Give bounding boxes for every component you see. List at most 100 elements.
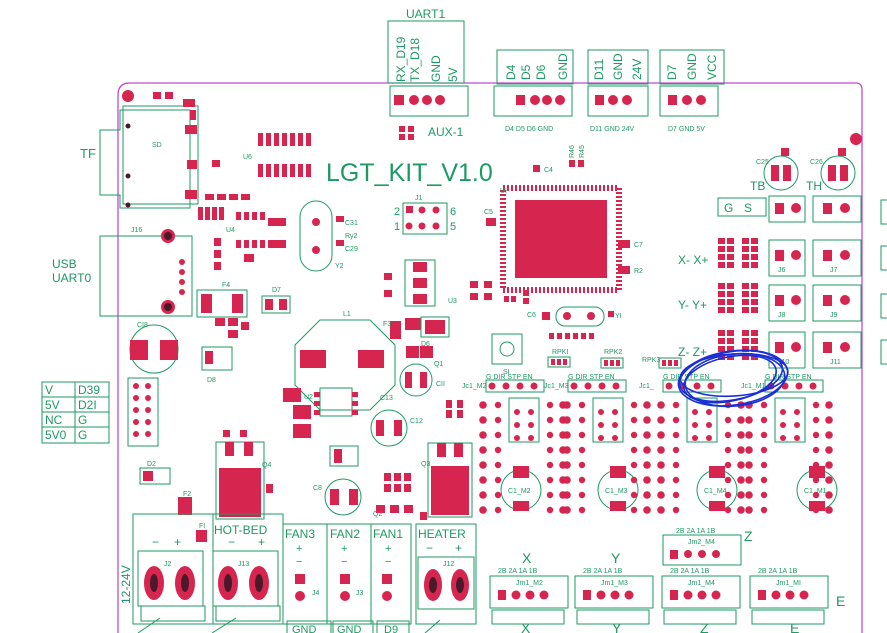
svg-text:+: + [296, 543, 302, 555]
svg-text:+: + [341, 543, 347, 555]
svg-text:V: V [45, 383, 53, 397]
svg-text:Jc1_M1: Jc1_M1 [741, 383, 766, 390]
z-extra-label: Z [744, 528, 753, 544]
driver-socket [745, 397, 833, 514]
svg-text:CI8: CI8 [137, 322, 148, 329]
sd-slot-outline [99, 109, 191, 209]
svg-text:Z: Z [700, 620, 709, 633]
svg-text:D2I: D2I [78, 398, 97, 412]
svg-text:VCC: VCC [705, 54, 719, 80]
svg-text:C4: C4 [544, 167, 553, 174]
svg-text:Jm1_M3: Jm1_M3 [601, 580, 628, 587]
svg-text:F2: F2 [183, 491, 191, 498]
svg-text:D11 GND 24V: D11 GND 24V [590, 126, 635, 133]
svg-text:NC: NC [45, 413, 63, 427]
svg-text:−: − [385, 556, 391, 568]
svg-text:G DIR STP EN: G DIR STP EN [486, 374, 533, 381]
svg-text:5V: 5V [446, 67, 460, 82]
pin-legend-table: V D39 5V D2I NC G 5V0 G [41, 381, 110, 444]
svg-text:D4: D4 [504, 64, 518, 80]
svg-text:E: E [836, 593, 845, 609]
svg-text:J16: J16 [131, 227, 142, 234]
svg-text:GND: GND [685, 53, 699, 80]
svg-text:D9: D9 [384, 624, 398, 633]
svg-text:D6: D6 [534, 64, 548, 80]
mount-hole [850, 133, 862, 145]
svg-text:2B 2A 1A 1B: 2B 2A 1A 1B [676, 528, 716, 535]
usb-connector-outline [99, 235, 193, 317]
svg-text:J3: J3 [356, 590, 364, 597]
svg-text:C1_M2: C1_M2 [508, 488, 531, 495]
svg-text:U3: U3 [448, 298, 457, 305]
mcu-chip: UI [500, 185, 622, 293]
svg-text:D6: D6 [421, 341, 430, 348]
svg-text:D2: D2 [147, 461, 156, 468]
svg-text:X: X [521, 620, 531, 633]
svg-text:+: + [258, 535, 265, 549]
svg-text:Q4: Q4 [262, 462, 271, 469]
svg-text:X- X+: X- X+ [678, 253, 708, 267]
svg-text:5V: 5V [45, 398, 60, 412]
svg-text:C1_M1: C1_M1 [804, 488, 827, 495]
tb-label: TB [750, 179, 765, 193]
svg-text:C13: C13 [380, 395, 393, 402]
fan2-label: FAN2 [330, 527, 360, 541]
svg-text:SI: SI [503, 369, 510, 376]
svg-text:G: G [78, 428, 87, 442]
heater-label: HEATER [418, 527, 466, 541]
svg-text:−: − [152, 535, 159, 549]
svg-text:Q3: Q3 [421, 461, 430, 468]
svg-text:C8: C8 [313, 485, 322, 492]
svg-text:−: − [341, 556, 347, 568]
board-title: LGT_KIT_V1.0 [326, 159, 493, 187]
svg-text:D5: D5 [519, 64, 533, 80]
svg-text:Jc1_M3: Jc1_M3 [544, 383, 569, 390]
svg-text:C26: C26 [810, 159, 823, 166]
uart1-label-box [387, 20, 465, 84]
usb-label: USB [52, 257, 77, 271]
svg-text:J6: J6 [778, 267, 786, 274]
svg-text:1: 1 [394, 221, 400, 233]
svg-text:RPK3: RPK3 [642, 357, 660, 364]
svg-text:5: 5 [450, 221, 456, 233]
svg-text:J2: J2 [164, 561, 172, 568]
svg-text:U6: U6 [243, 154, 252, 161]
highlight-scribble-annotation [677, 349, 789, 408]
svg-text:C25: C25 [756, 159, 769, 166]
driver-socket [563, 397, 651, 514]
svg-text:D4 D5 D6 GND: D4 D5 D6 GND [505, 126, 553, 133]
svg-text:D8: D8 [207, 377, 216, 384]
svg-text:J1: J1 [415, 195, 423, 202]
sd-label: SD [152, 142, 162, 149]
svg-text:Jc1_: Jc1_ [639, 383, 654, 390]
svg-text:GND: GND [337, 624, 362, 633]
board-outline [117, 82, 863, 633]
svg-text:F3: F3 [383, 321, 391, 328]
svg-text:C1_M3: C1_M3 [605, 488, 628, 495]
svg-text:J12: J12 [443, 561, 454, 568]
svg-text:GND: GND [292, 624, 317, 633]
svg-text:Z- Z+: Z- Z+ [678, 345, 707, 359]
svg-text:R46: R46 [569, 145, 576, 158]
svg-text:C5: C5 [484, 209, 493, 216]
svg-text:C7: C7 [634, 242, 643, 249]
svg-text:GND: GND [556, 53, 570, 80]
fan3-label: FAN3 [285, 527, 315, 541]
svg-text:G: G [78, 413, 87, 427]
svg-text:E: E [790, 620, 799, 633]
fan1-label: FAN1 [373, 527, 403, 541]
svg-text:6: 6 [450, 206, 456, 218]
svg-text:+: + [385, 543, 391, 555]
svg-text:24V: 24V [630, 59, 644, 80]
svg-text:C6: C6 [527, 312, 536, 319]
svg-text:2B 2A 1A 1B: 2B 2A 1A 1B [583, 568, 623, 575]
svg-text:Y: Y [611, 550, 621, 566]
svg-text:J8: J8 [778, 312, 786, 319]
